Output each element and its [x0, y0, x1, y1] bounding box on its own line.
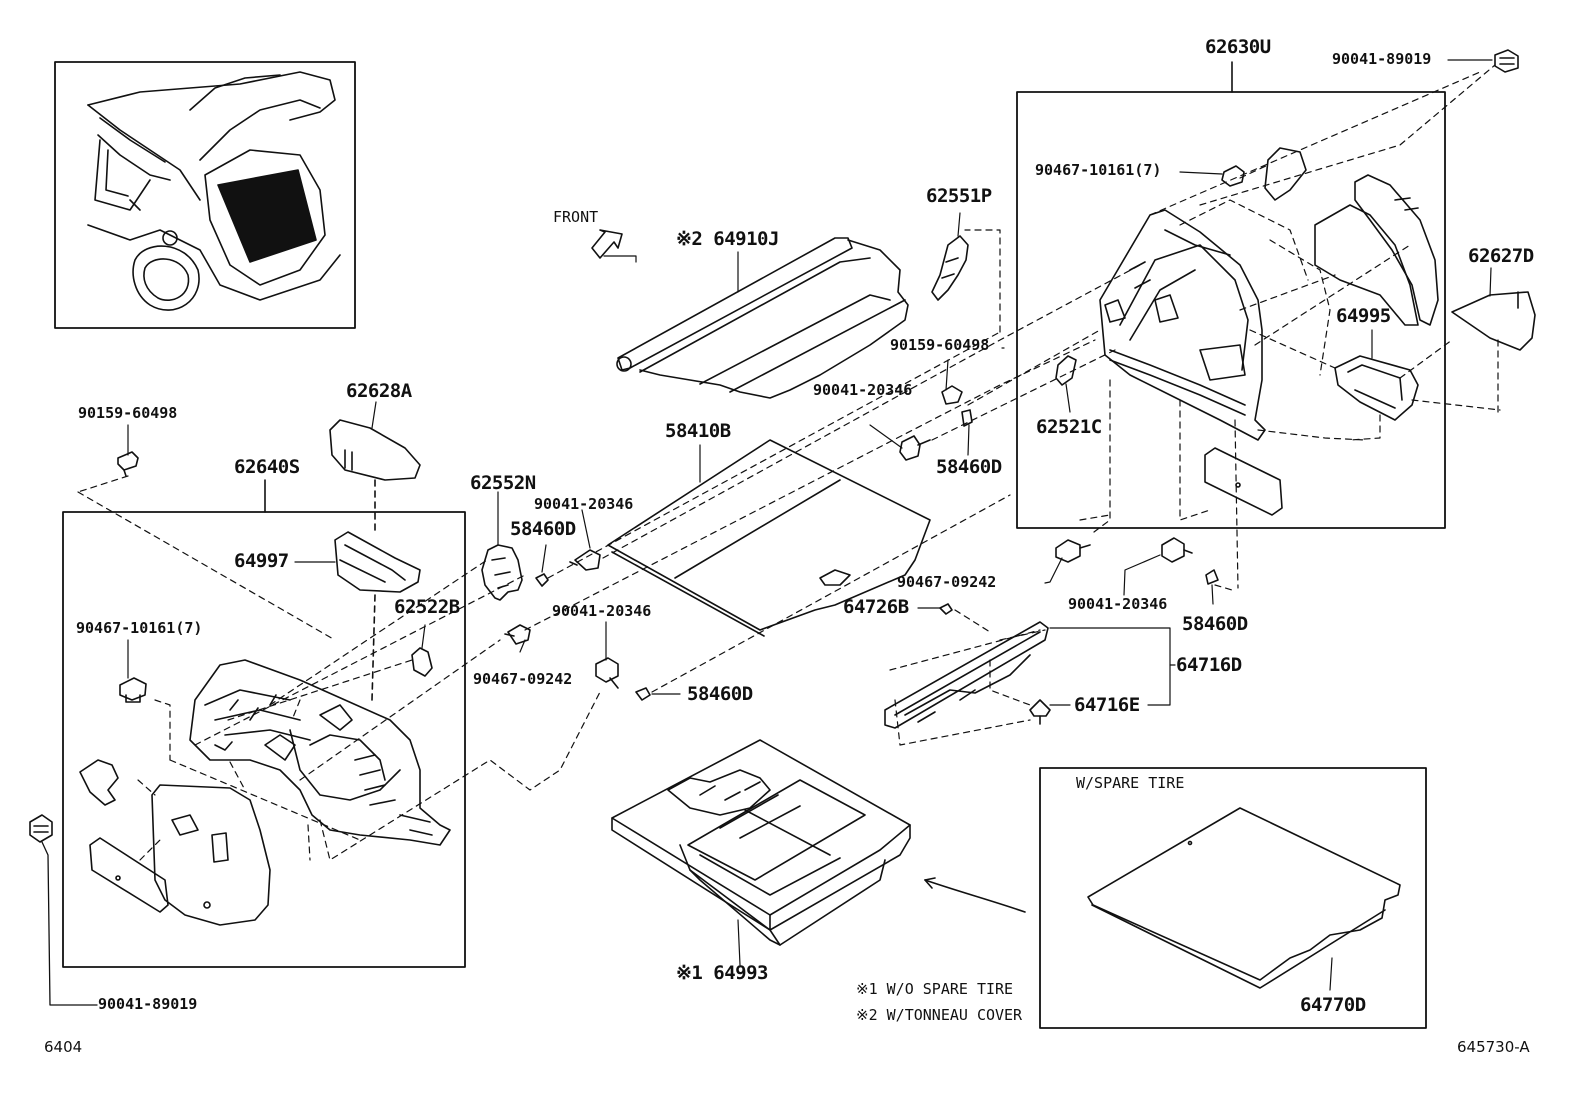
trim-piece-top-shape — [1264, 147, 1307, 201]
label-90041-20346-b[interactable]: 90041-20346 — [552, 602, 652, 620]
spare-tire-box — [1039, 767, 1427, 1029]
label-90159-60498-left[interactable]: 90159-60498 — [78, 404, 178, 422]
label-90159-60498-right[interactable]: 90159-60498 — [890, 336, 990, 354]
part-64726B-shape — [939, 603, 953, 615]
label-64726B[interactable]: 64726B — [843, 596, 909, 618]
label-62522B[interactable]: 62522B — [394, 596, 460, 618]
label-62521C[interactable]: 62521C — [1036, 416, 1102, 438]
part-62522B-shape — [411, 647, 433, 677]
diagram-id: 645730-A — [1457, 1038, 1530, 1056]
bracket-left-shape — [79, 759, 119, 806]
part-58460D-b-shape — [635, 687, 651, 701]
part-90041-89019-top-shape — [1494, 49, 1519, 73]
part-64716D-shape — [884, 621, 1049, 729]
pad-right-shape — [1204, 447, 1283, 516]
part-58410B-shape — [607, 439, 931, 637]
label-58460D-right-a[interactable]: 58460D — [936, 456, 1002, 478]
label-62630U[interactable]: 62630U — [1205, 36, 1271, 58]
part-90467-10161-left-shape — [119, 677, 147, 703]
leader-lines-left — [77, 475, 601, 861]
part-64995-shape — [1334, 355, 1419, 421]
right-group-box — [1016, 91, 1446, 529]
label-64997[interactable]: 64997 — [234, 550, 289, 572]
part-64770D-shape — [1087, 807, 1401, 989]
part-90041-89019-bottom-shape — [29, 814, 53, 843]
left-group-box — [62, 511, 466, 968]
front-arrow-icon — [591, 229, 637, 263]
label-62640S[interactable]: 62640S — [234, 456, 300, 478]
part-90159-60498-left-shape — [117, 451, 139, 477]
part-90041-20346-b-shape — [595, 657, 619, 689]
part-90041-20346-mid-shape — [899, 435, 931, 461]
lower-side-panel-shape — [151, 784, 271, 926]
part-62627D-shape — [1451, 291, 1536, 351]
part-90467-10161-right-shape — [1221, 165, 1245, 187]
part-58460D-right-a-shape — [961, 409, 973, 427]
spare-tire-box-title: W/SPARE TIRE — [1076, 774, 1185, 792]
part-62630U-shape — [1099, 209, 1266, 441]
part-62521C-shape — [1055, 355, 1077, 386]
rear-side-panel-shape — [1314, 174, 1439, 326]
part-62628A-shape — [329, 419, 421, 481]
part-62552N-shape — [481, 544, 523, 601]
label-90467-10161-left[interactable]: 90467-10161(7) — [76, 619, 203, 637]
page-code: 6404 — [44, 1038, 83, 1056]
note-1: ※1 W/O SPARE TIRE — [856, 980, 1014, 998]
part-64716E-shape — [1029, 699, 1051, 725]
label-58460D-right-b[interactable]: 58460D — [1182, 613, 1248, 635]
note-2: ※2 W/TONNEAU COVER — [856, 1006, 1023, 1024]
part-90159-60498-right-shape — [941, 385, 963, 405]
label-90467-09242-right[interactable]: 90467-09242 — [897, 573, 997, 591]
part-64910J-shape — [616, 237, 909, 399]
part-58460D-a-shape — [535, 573, 549, 587]
leader-lines-labels — [127, 59, 1493, 991]
label-64716E[interactable]: 64716E — [1074, 694, 1140, 716]
part-62640S-shape — [189, 659, 451, 846]
part-62551P-shape — [931, 235, 969, 301]
label-90041-89019-bottom[interactable]: 90041-89019 — [98, 995, 198, 1013]
label-62552N[interactable]: 62552N — [470, 472, 536, 494]
part-90467-09242-left-shape — [504, 624, 531, 645]
part-90467-09242-right-shape — [1055, 539, 1091, 563]
part-64993-shape — [611, 739, 911, 946]
label-90041-89019-top[interactable]: 90041-89019 — [1332, 50, 1432, 68]
label-58410B[interactable]: 58410B — [665, 420, 731, 442]
pad-left-shape — [89, 837, 169, 913]
part-90041-20346-right-shape — [1161, 537, 1193, 563]
leader-lines-right — [524, 64, 1501, 746]
label-62551P[interactable]: 62551P — [926, 185, 992, 207]
label-58460D-b[interactable]: 58460D — [687, 683, 753, 705]
label-90467-10161-right[interactable]: 90467-10161(7) — [1035, 161, 1162, 179]
label-58460D-a[interactable]: 58460D — [510, 518, 576, 540]
label-90041-20346-a[interactable]: 90041-20346 — [534, 495, 634, 513]
label-90041-20346-right[interactable]: 90041-20346 — [1068, 595, 1168, 613]
arrow-spare-tire — [924, 879, 1026, 913]
label-64910J[interactable]: ※2 64910J — [676, 228, 779, 250]
label-64993[interactable]: ※1 64993 — [676, 962, 769, 984]
label-64716D[interactable]: 64716D — [1176, 654, 1242, 676]
label-62628A[interactable]: 62628A — [346, 380, 412, 402]
label-62627D[interactable]: 62627D — [1468, 245, 1534, 267]
part-58460D-right-b-shape — [1205, 569, 1219, 585]
vehicle-inset — [54, 61, 356, 329]
label-90041-20346-mid[interactable]: 90041-20346 — [813, 381, 913, 399]
label-64995[interactable]: 64995 — [1336, 305, 1391, 327]
front-label: FRONT — [553, 208, 599, 226]
part-64997-shape — [334, 531, 421, 593]
label-64770D[interactable]: 64770D — [1300, 994, 1366, 1016]
part-90041-20346-a-shape — [569, 549, 601, 571]
label-90467-09242-left[interactable]: 90467-09242 — [473, 670, 573, 688]
